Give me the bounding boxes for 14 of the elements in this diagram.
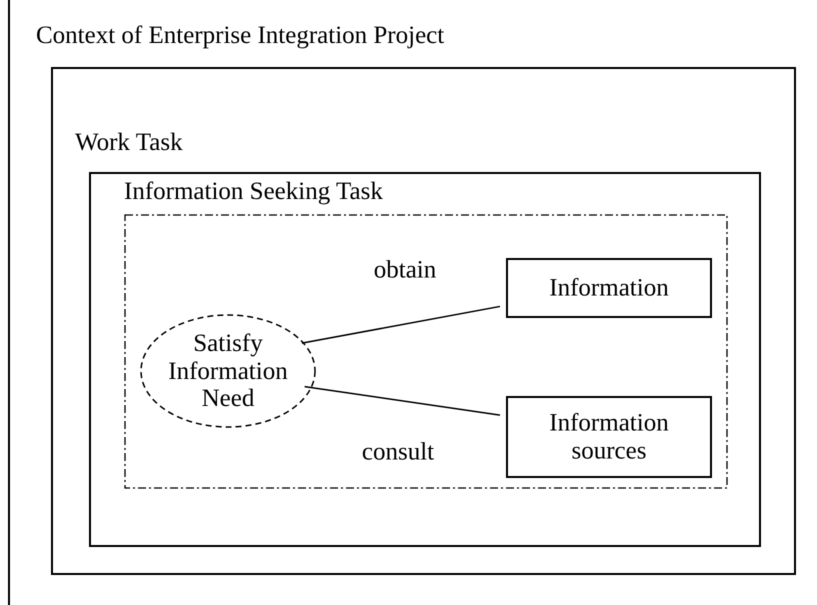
node-label: Information sources: [548, 410, 670, 464]
container-heading: Context of Enterprise Integration Project: [36, 22, 444, 50]
container-heading: Information Seeking Task: [124, 178, 383, 206]
work-task-box: [51, 67, 796, 575]
connector-line: [304, 386, 500, 416]
connector-line: [302, 306, 500, 344]
container-heading: Work Task: [75, 129, 183, 156]
sources-box: [506, 396, 712, 478]
node-label: Satisfy Information Need: [167, 330, 289, 412]
information-box: [506, 258, 712, 318]
dash-dot-boundary: [124, 214, 728, 489]
node-label: Information: [548, 274, 670, 302]
seeking-task-box: [89, 172, 761, 547]
need-ellipse: [140, 314, 316, 428]
